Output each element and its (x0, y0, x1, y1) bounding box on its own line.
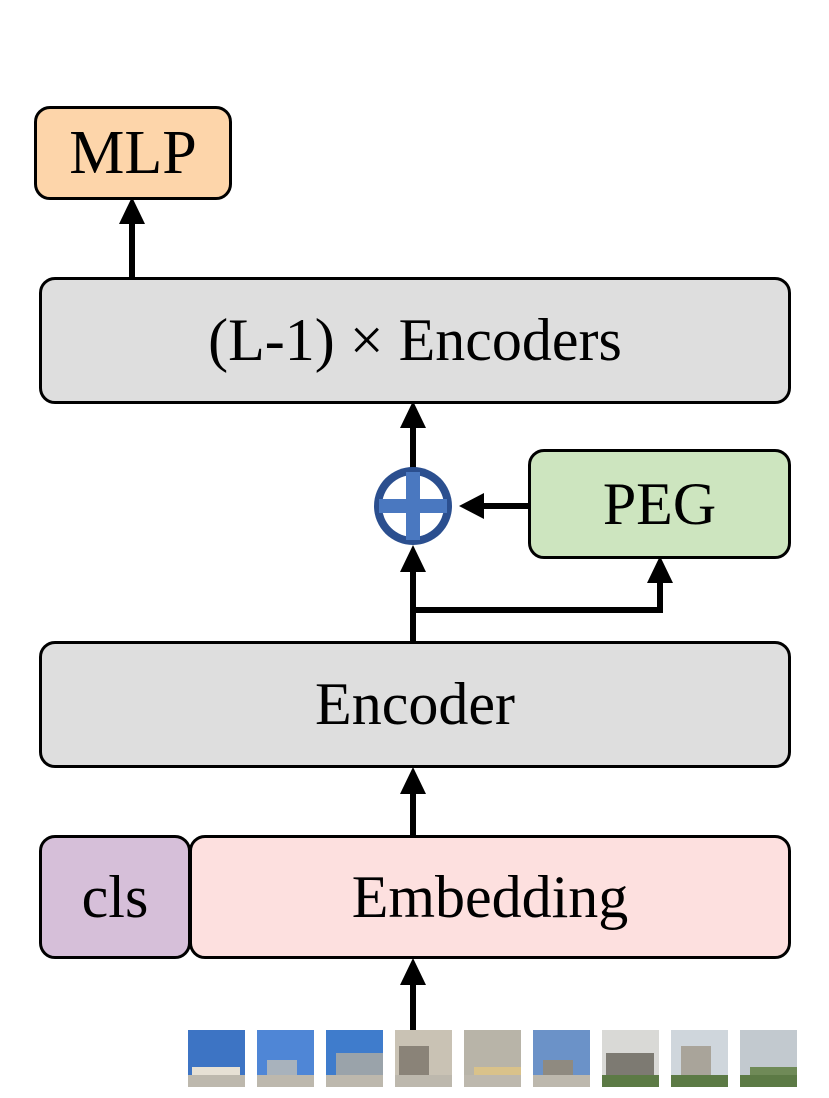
image-patch (464, 1030, 521, 1087)
image-patch (326, 1030, 383, 1087)
peg-box: PEG (528, 449, 791, 559)
encoders-stack-box: (L-1) × Encoders (39, 277, 791, 404)
image-patch (671, 1030, 728, 1087)
peg-label: PEG (602, 470, 717, 537)
encoder-label: Encoder (315, 671, 515, 737)
encoders-stack-label: (L-1) × Encoders (208, 307, 622, 373)
mlp-label: MLP (69, 118, 197, 187)
image-patch (257, 1030, 314, 1087)
arrow-branch-to-peg (413, 580, 663, 613)
addition-plus-icon (374, 467, 452, 545)
input-image-patches (188, 1030, 797, 1087)
cls-token-box: cls (39, 835, 191, 959)
encoder-box: Encoder (39, 641, 791, 768)
image-patch (395, 1030, 452, 1087)
image-patch (602, 1030, 659, 1087)
mlp-box: MLP (34, 106, 232, 200)
image-patch (740, 1030, 797, 1087)
cls-label: cls (81, 863, 149, 930)
embedding-box: Embedding (189, 835, 791, 959)
embedding-label: Embedding (351, 863, 629, 930)
image-patch (533, 1030, 590, 1087)
image-patch (188, 1030, 245, 1087)
